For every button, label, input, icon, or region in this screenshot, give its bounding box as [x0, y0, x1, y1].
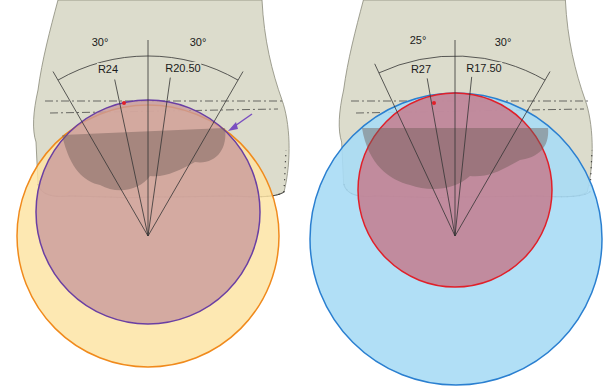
radius-label: R17.50 [465, 62, 502, 74]
angle-arc [379, 56, 545, 80]
angle-line [148, 72, 243, 237]
left-panel [17, 0, 289, 367]
radius-line [455, 77, 472, 236]
outer-circle [310, 93, 602, 385]
angle-label: 30° [494, 36, 513, 48]
right-panel [310, 0, 602, 385]
center-mark [122, 101, 126, 105]
radius-line [115, 80, 148, 237]
pointer-arrowhead [228, 122, 238, 131]
center-mark [432, 101, 436, 105]
angle-line [375, 64, 455, 236]
angle-label: 30° [189, 36, 208, 48]
radius-label: R20.50 [164, 62, 201, 74]
angle-line [455, 72, 550, 237]
center-line [148, 40, 149, 236]
bone-overlap [62, 128, 225, 190]
radius-label: R24 [97, 63, 119, 75]
angle-line [53, 72, 148, 237]
radius-label: R27 [410, 63, 432, 75]
radius-line [148, 78, 170, 236]
radius-line [427, 78, 455, 236]
center-line [455, 40, 456, 236]
angle-label: 30° [91, 36, 110, 48]
angle-label: 25° [409, 34, 428, 46]
